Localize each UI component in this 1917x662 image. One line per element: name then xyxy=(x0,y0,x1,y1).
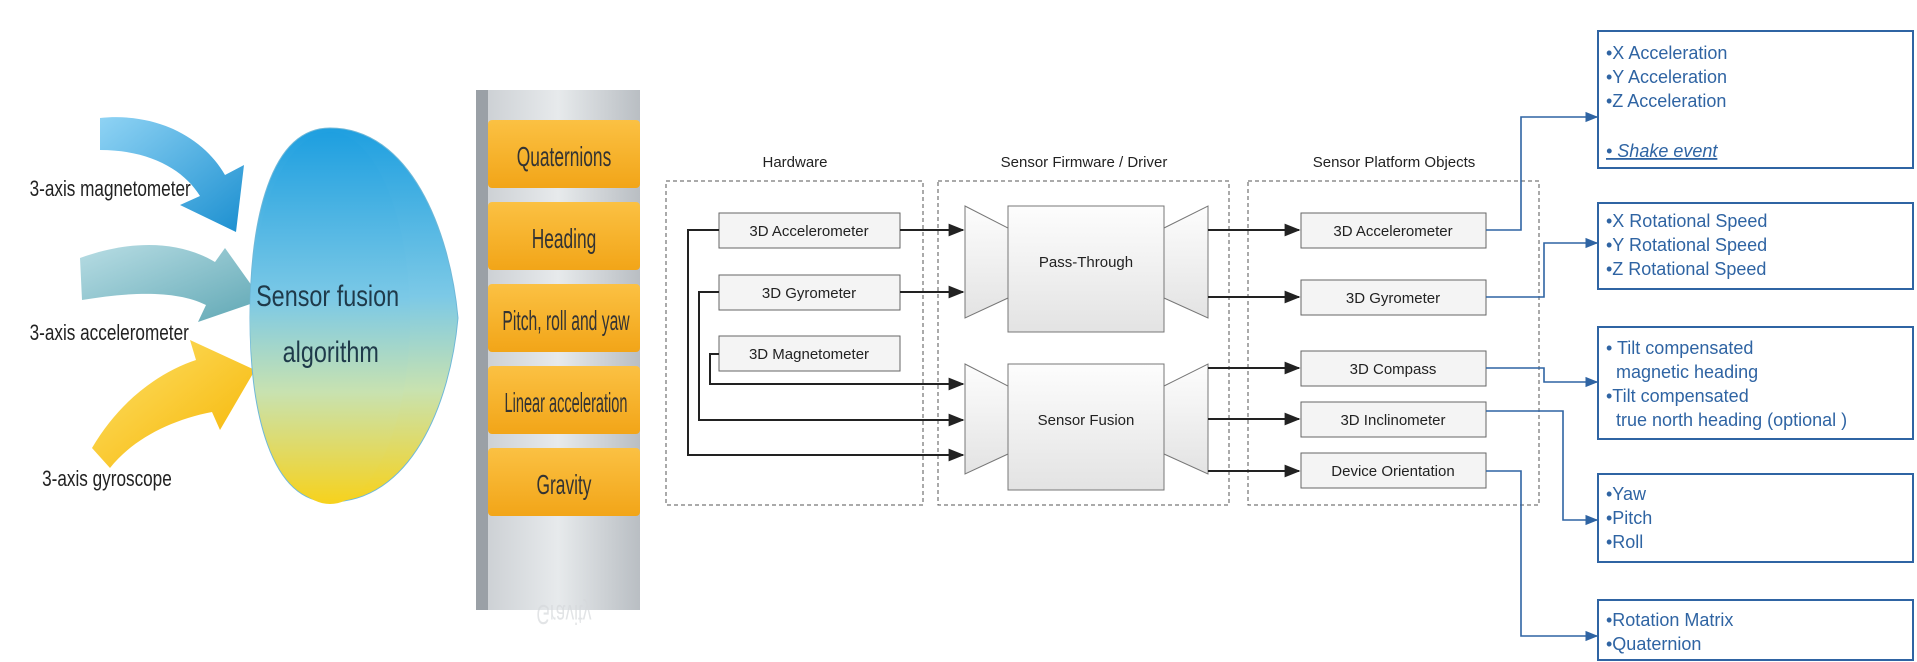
input-label-accelerometer: 3-axis accelerometer xyxy=(30,321,190,346)
output-line: •Tilt compensated xyxy=(1606,386,1749,406)
output-label-linear-acceleration: Linear acceleration xyxy=(505,387,628,418)
output-line: •Z Rotational Speed xyxy=(1606,259,1766,279)
accelerometer-arrow-icon xyxy=(80,244,262,322)
platform-group xyxy=(1247,180,1540,506)
output-line: •Y Acceleration xyxy=(1606,67,1727,87)
platform-label-device-orientation: Device Orientation xyxy=(1331,463,1454,480)
output-label-gravity: Gravity xyxy=(537,469,592,500)
output-connectors xyxy=(1486,111,1599,642)
hardware-group xyxy=(665,180,924,506)
algorithm-line-2: algorithm xyxy=(283,335,379,368)
hardware-label-accelerometer: 3D Accelerometer xyxy=(749,223,868,240)
algorithm-line-1: Sensor fusion xyxy=(256,279,399,312)
output-label-quaternions: Quaternions xyxy=(517,141,612,172)
input-label-magnetometer: 3-axis magnetometer xyxy=(30,177,191,202)
hardware-connectors xyxy=(687,223,965,462)
output-line: • Tilt compensated xyxy=(1606,338,1753,358)
firmware-label-sensor-fusion: Sensor Fusion xyxy=(1038,412,1135,429)
output-tab xyxy=(488,448,640,516)
hardware-box xyxy=(718,335,901,372)
input-label-gyroscope: 3-axis gyroscope xyxy=(42,467,172,492)
left-fusion-illustration: 3-axis magnetometer 3-axis accelerometer… xyxy=(6,6,640,634)
firmware-label-pass-through: Pass-Through xyxy=(1039,254,1133,271)
group-title-firmware: Sensor Firmware / Driver xyxy=(1001,154,1168,171)
output-tab xyxy=(488,366,640,434)
firmware-connectors xyxy=(1208,223,1301,478)
output-tab xyxy=(488,284,640,352)
output-box xyxy=(1597,473,1914,563)
output-label-heading: Heading xyxy=(532,223,597,254)
output-line: •Yaw xyxy=(1606,484,1647,504)
output-tab-list xyxy=(488,120,640,516)
group-title-platform: Sensor Platform Objects xyxy=(1313,154,1476,171)
output-line: •Pitch xyxy=(1606,508,1652,528)
output-line: •X Acceleration xyxy=(1606,43,1727,63)
firmware-group xyxy=(937,180,1230,506)
sensor-platform-diagram: Hardware Sensor Firmware / Driver Sensor… xyxy=(665,30,1914,661)
output-box xyxy=(1597,30,1914,169)
output-text: •X Acceleration •Y Acceleration •Z Accel… xyxy=(1606,43,1847,654)
platform-box xyxy=(1300,401,1487,438)
output-line: •Roll xyxy=(1606,532,1643,552)
output-line: true north heading (optional ) xyxy=(1606,410,1847,430)
shake-event-link[interactable]: • Shake event xyxy=(1606,141,1718,161)
hardware-label-magnetometer: 3D Magnetometer xyxy=(749,346,869,363)
gyroscope-arrow-icon xyxy=(92,340,255,468)
platform-label-compass: 3D Compass xyxy=(1350,361,1437,378)
output-box xyxy=(1597,202,1914,290)
magnetometer-arrow-icon xyxy=(100,117,244,232)
output-line: magnetic heading xyxy=(1606,362,1758,382)
platform-label-accelerometer: 3D Accelerometer xyxy=(1333,223,1452,240)
sensor-fusion-block xyxy=(964,363,1209,491)
platform-label-gyrometer: 3D Gyrometer xyxy=(1346,290,1440,307)
output-box xyxy=(1597,326,1914,440)
platform-box xyxy=(1300,350,1487,387)
output-box xyxy=(1597,599,1914,661)
group-title-hardware: Hardware xyxy=(762,154,827,171)
output-line: •Z Acceleration xyxy=(1606,91,1726,111)
output-tab xyxy=(488,120,640,188)
output-label-gravity-reflection: Gravity xyxy=(537,599,592,630)
output-line: •Quaternion xyxy=(1606,634,1701,654)
platform-label-inclinometer: 3D Inclinometer xyxy=(1340,412,1445,429)
platform-box xyxy=(1300,279,1487,316)
hardware-label-gyrometer: 3D Gyrometer xyxy=(762,285,856,302)
output-box-list xyxy=(1597,30,1914,661)
platform-box xyxy=(1300,212,1487,249)
output-tab xyxy=(488,202,640,270)
pass-through-block xyxy=(964,205,1209,333)
sphere-body xyxy=(250,132,410,504)
output-label-pitch-roll-yaw: Pitch, roll and yaw xyxy=(502,304,630,336)
output-line: •X Rotational Speed xyxy=(1606,211,1767,231)
output-line: •Y Rotational Speed xyxy=(1606,235,1767,255)
platform-box xyxy=(1300,452,1487,489)
output-line: •Rotation Matrix xyxy=(1606,610,1733,630)
